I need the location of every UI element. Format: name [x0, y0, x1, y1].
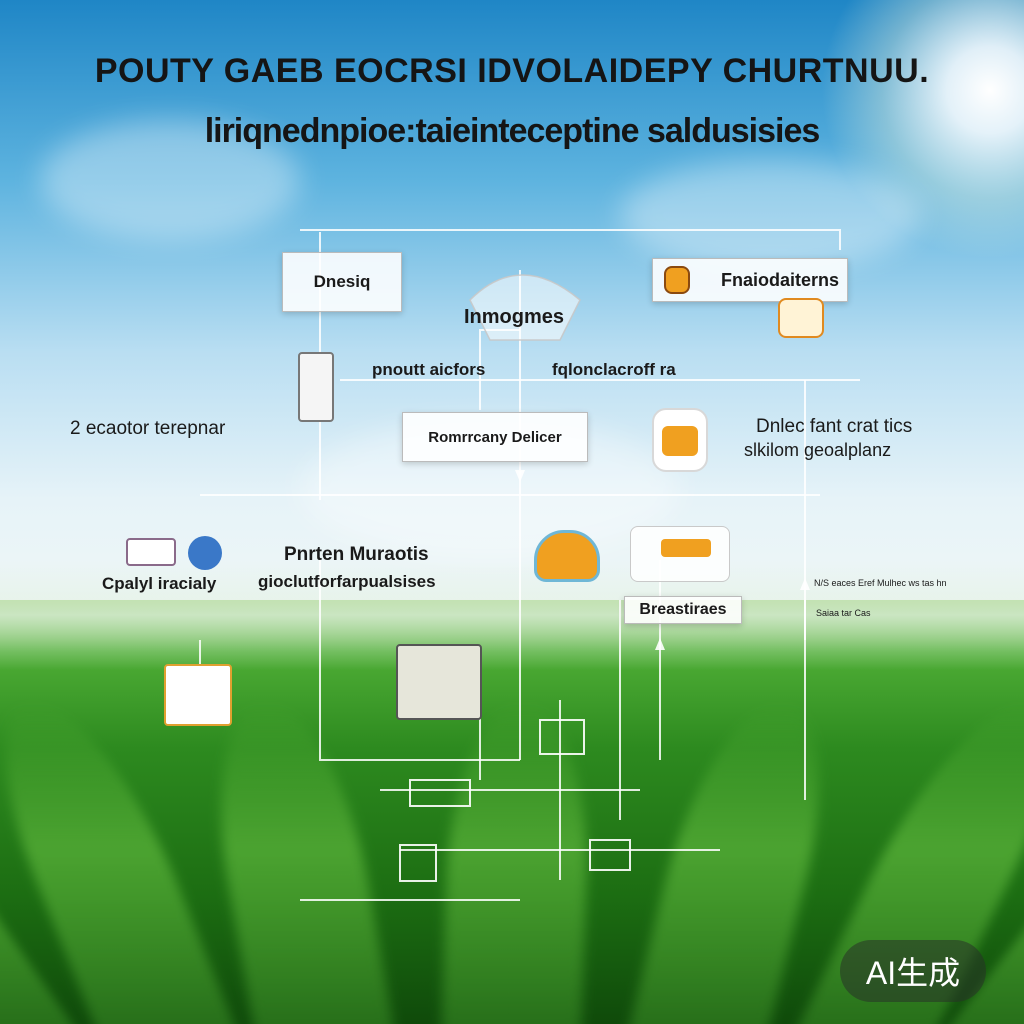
- connector-line: [479, 329, 520, 410]
- node-left-label: 2 ecaotor terepnar: [70, 418, 226, 439]
- device-panel-icon: [298, 352, 334, 422]
- node-left-lower-label: Cpalyl iracialy: [102, 574, 217, 593]
- tray-icon: [630, 526, 730, 582]
- food-container-fill: [662, 426, 698, 456]
- circuit-block: [399, 844, 437, 882]
- node-center-lower-line-1: Pnrten Muraotis: [284, 544, 429, 565]
- food-package-icon: [664, 266, 690, 294]
- node-top-left-box: Dnesiq: [282, 252, 402, 312]
- circuit-block: [409, 779, 471, 807]
- connector-line: [319, 560, 520, 761]
- node-center-lower-line-2: gioclutforfarpualsises: [258, 572, 436, 591]
- node-far-right-small-line-2: Saiaa tar Cas: [816, 608, 871, 618]
- node-mid-right-label: fqlonclacroff ra: [552, 360, 676, 379]
- title-line-2: liriqnednpioe:taieinteceptine saldusisie…: [204, 112, 821, 150]
- food-container-icon: [652, 408, 708, 472]
- cloud: [620, 160, 920, 270]
- arrow-head: [800, 578, 810, 590]
- connector-line: [300, 229, 841, 250]
- node-right-label-line-1: Dnlec fant crat tics: [756, 416, 913, 437]
- circuit-block: [589, 839, 631, 871]
- center-sketch-shape: [469, 274, 581, 341]
- food-bowl-icon: [534, 530, 600, 582]
- arrow-head: [655, 638, 665, 650]
- node-right-label-line-2: slkilom geoalplanz: [744, 440, 892, 460]
- tray-fill: [661, 539, 711, 557]
- food-package-icon: [778, 298, 824, 338]
- circuit-block: [539, 719, 585, 755]
- scale-device-icon: [126, 538, 176, 566]
- blue-sensor-icon: [188, 536, 222, 570]
- cloud: [40, 120, 300, 240]
- node-far-right-small-line-1: N/S eaces Eref Mulhec ws tas hn: [814, 578, 947, 588]
- horizon-haze: [0, 560, 1024, 670]
- machine-unit-icon: [396, 644, 482, 720]
- node-right-lower-box: Breastiraes: [624, 596, 742, 624]
- arrow-head: [515, 470, 525, 482]
- storage-crate-icon: [164, 664, 232, 726]
- ai-generated-watermark: AI生成: [840, 940, 986, 1002]
- title-line-1: POUTY GAEB EOCRSI IDVOLAIDEPY CHURTNUU.: [94, 52, 930, 90]
- node-mid-left-label: pnoutt aicfors: [372, 360, 486, 379]
- node-center-top: Inmogmes: [464, 306, 565, 328]
- node-center-box: Romrrcany Delicer: [402, 412, 588, 462]
